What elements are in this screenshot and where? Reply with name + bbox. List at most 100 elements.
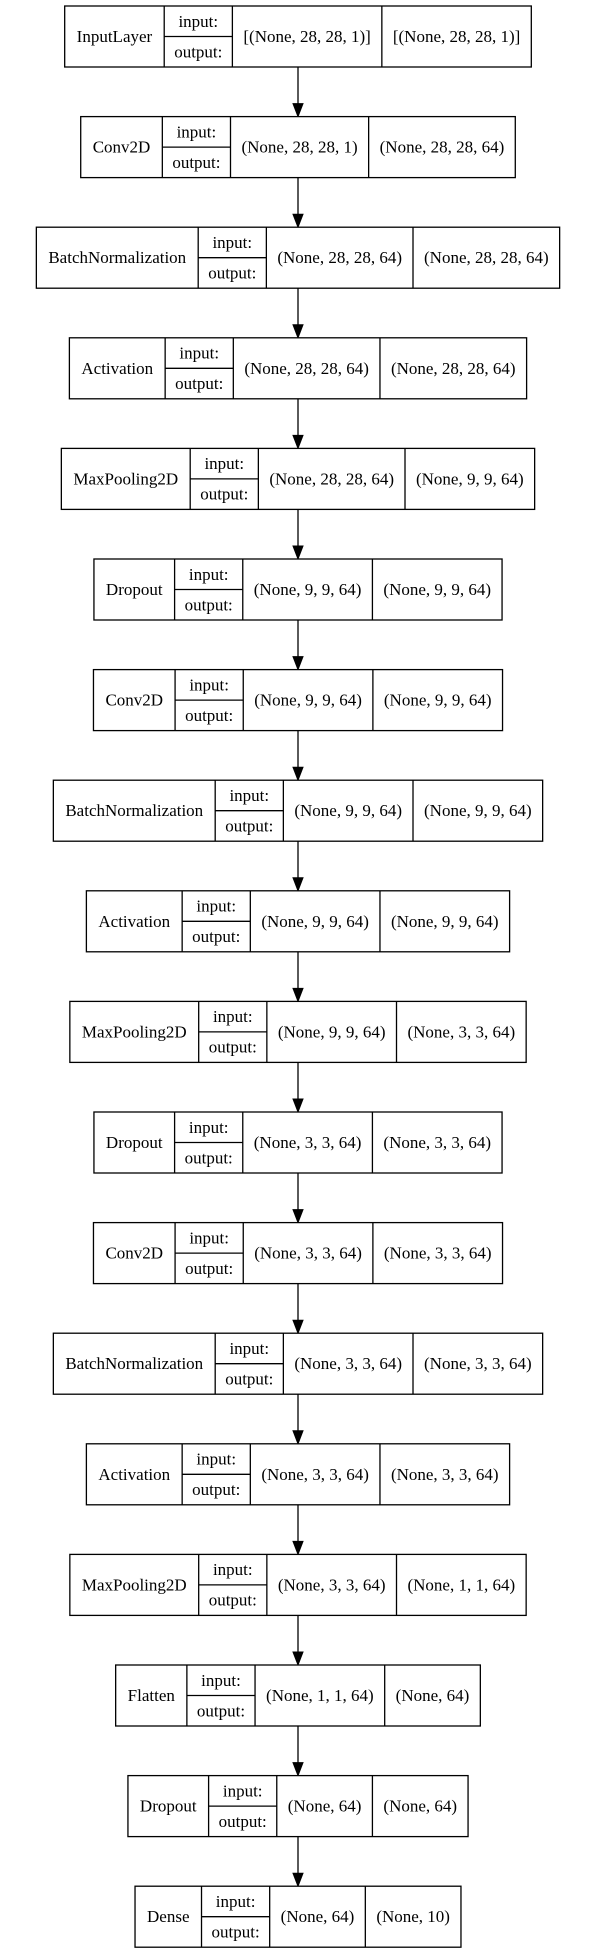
edge-arrow (292, 288, 304, 340)
layer-name: Dropout (106, 580, 163, 599)
input-label: input: (179, 344, 219, 363)
layer-node-outline (68, 337, 528, 400)
arrowhead (292, 434, 304, 450)
edge-arrow (292, 951, 304, 1003)
edge-arrow (292, 1726, 304, 1777)
output-shape: (None, 28, 28, 64) (424, 248, 549, 267)
input-label: input: (213, 1560, 253, 1579)
edge-arrow (292, 1062, 304, 1114)
input-label: input: (204, 454, 244, 473)
output-label: output: (175, 374, 223, 393)
layer-node-outline (93, 558, 503, 621)
input-label: input: (189, 565, 229, 584)
output-shape: (None, 9, 9, 64) (424, 801, 532, 820)
arrowhead (292, 324, 304, 340)
layer-node-outline (93, 1111, 503, 1174)
output-shape: (None, 64) (396, 1686, 470, 1705)
output-label: output: (172, 153, 220, 172)
input-shape: (None, 28, 28, 64) (244, 359, 369, 378)
arrowhead (292, 213, 304, 229)
layer-node-outline (60, 447, 536, 511)
output-shape: [(None, 28, 28, 1)] (393, 27, 520, 46)
output-label: output: (200, 485, 248, 504)
output-label: output: (209, 1591, 257, 1610)
arrowhead (292, 1209, 304, 1224)
layer-node-outline (69, 1000, 527, 1064)
layer-name: Dropout (140, 1797, 197, 1816)
layer-name: Activation (98, 1465, 170, 1484)
output-label: output: (219, 1812, 267, 1831)
output-shape: (None, 10) (376, 1907, 450, 1926)
arrowhead (292, 766, 304, 782)
edge-arrow (292, 509, 304, 561)
layer-name: Conv2D (105, 1244, 163, 1263)
layer-name: BatchNormalization (65, 1354, 203, 1373)
output-label: output: (209, 1038, 257, 1057)
layer-node-outline (115, 1664, 481, 1727)
diagram-nodes: InputLayer input: output: [(None, 28, 28, 1… (35, 5, 561, 1948)
input-label: input: (178, 12, 218, 31)
arrowhead (292, 1319, 304, 1335)
layer-name: Conv2D (105, 691, 163, 710)
edge-arrow (292, 67, 304, 118)
output-label: output: (212, 1922, 260, 1941)
layer-node-outline (127, 1774, 469, 1838)
input-shape: (None, 1, 1, 64) (266, 1686, 374, 1705)
output-label: output: (174, 42, 222, 61)
output-shape: (None, 3, 3, 64) (407, 1022, 515, 1041)
arrowhead (292, 877, 304, 893)
input-label: input: (177, 122, 217, 141)
output-label: output: (192, 927, 240, 946)
input-shape: (None, 28, 28, 1) (241, 138, 357, 157)
input-shape: (None, 3, 3, 64) (254, 1244, 362, 1263)
edge-arrow (292, 1615, 304, 1667)
layer-node-outline (35, 226, 561, 289)
arrowhead (292, 987, 304, 1003)
output-shape: (None, 1, 1, 64) (407, 1575, 515, 1594)
input-shape: (None, 9, 9, 64) (294, 801, 402, 820)
input-shape: (None, 9, 9, 64) (254, 580, 362, 599)
output-label: output: (208, 263, 256, 282)
layer-node-outline (52, 1332, 544, 1395)
layer-node-outline (85, 1443, 511, 1506)
layer-name: Activation (98, 912, 170, 931)
layer-node-outline (69, 1553, 527, 1617)
layer-node-outline (134, 1885, 462, 1948)
input-shape: (None, 3, 3, 64) (294, 1354, 402, 1373)
input-shape: (None, 9, 9, 64) (254, 691, 362, 710)
layer-node-outline (52, 779, 544, 842)
input-label: input: (212, 233, 252, 252)
layer-name: Dense (147, 1907, 189, 1926)
output-shape: (None, 64) (383, 1797, 457, 1816)
layer-name: Dropout (106, 1133, 163, 1152)
input-shape: (None, 9, 9, 64) (261, 912, 369, 931)
layer-name: Flatten (128, 1686, 176, 1705)
input-label: input: (229, 1339, 269, 1358)
layer-node-outline (64, 5, 532, 68)
output-shape: (None, 3, 3, 64) (424, 1354, 532, 1373)
output-label: output: (225, 1369, 273, 1388)
layer-node-outline (92, 1221, 504, 1285)
edge-arrow (292, 841, 304, 893)
arrowhead (292, 1098, 304, 1114)
output-label: output: (192, 1480, 240, 1499)
layer-name: MaxPooling2D (73, 469, 178, 488)
layer-node-input-layer: InputLayer input: output: [(None, 28, 28, 1… (64, 5, 532, 68)
input-label: input: (196, 897, 236, 916)
output-label: output: (185, 1259, 233, 1278)
layer-name: InputLayer (77, 27, 153, 46)
input-shape: [(None, 28, 28, 1)] (243, 27, 370, 46)
output-shape: (None, 28, 28, 64) (380, 138, 505, 157)
input-shape: (None, 3, 3, 64) (261, 1465, 369, 1484)
layer-name: BatchNormalization (48, 248, 186, 267)
output-shape: (None, 3, 3, 64) (384, 1244, 492, 1263)
edge-arrow (292, 620, 304, 671)
arrowhead (292, 1762, 304, 1777)
